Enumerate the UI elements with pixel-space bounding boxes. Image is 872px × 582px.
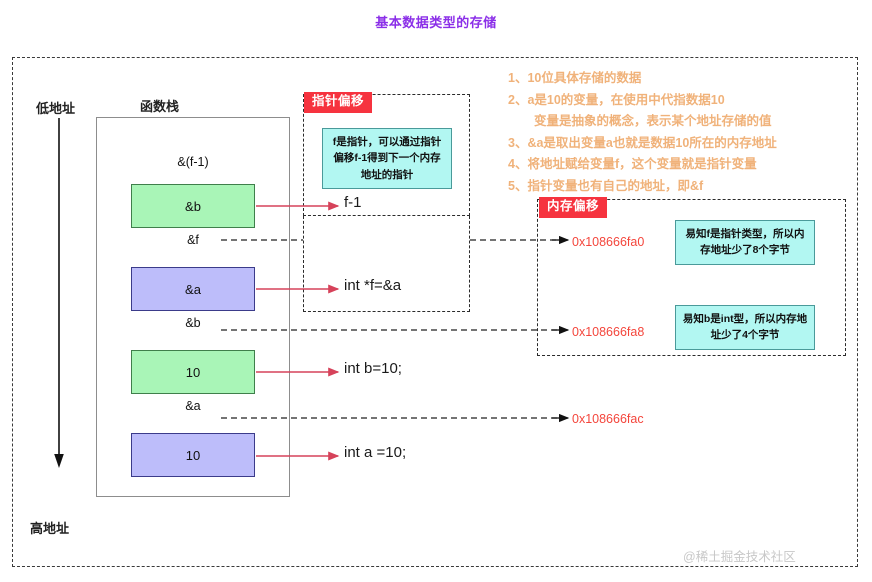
pointer-offset-badge: 指针偏移 — [304, 92, 373, 113]
explanation-item-3: 3、&a是取出变量a也就是数据10所在的内存地址 — [508, 135, 777, 150]
high-address-label: 高地址 — [30, 521, 70, 536]
pointer-offset-panel-upper — [303, 94, 470, 216]
pointer-offset-label-0: f-1 — [344, 194, 362, 211]
explanation-item-4: 4、将地址赋给变量f，这个变量就是指针变量 — [508, 157, 757, 171]
code-label-int-a: int a =10; — [344, 444, 407, 461]
stack-cell-3: 10 — [131, 433, 255, 477]
pointer-offset-panel-lower — [303, 216, 470, 312]
code-label-int-b: int b=10; — [344, 360, 402, 377]
pointer-offset-note: f是指针，可以通过指针偏移f-1得到下一个内存地址的指针 — [322, 128, 452, 189]
memory-offset-panel — [537, 199, 846, 356]
stack-cell-2: 10 — [131, 350, 255, 394]
memory-offset-badge: 内存偏移 — [539, 197, 608, 218]
memory-offset-note-1: 易知b是int型，所以内存地址少了4个字节 — [675, 305, 815, 350]
stack-cell-0: &b — [131, 184, 255, 228]
function-stack-title: 函数栈 — [140, 99, 180, 114]
stack-slot-label-3: &a — [185, 399, 201, 413]
pointer-offset-label-1: int *f=&a — [344, 277, 402, 294]
stack-cell-1: &a — [131, 267, 255, 311]
memory-address-1: 0x108666fa8 — [572, 325, 645, 339]
stack-slot-label-1: &f — [187, 233, 199, 247]
low-address-label: 低地址 — [36, 101, 76, 116]
address-direction-arrow-icon — [54, 118, 64, 468]
memory-offset-note-0: 易知f是指针类型，所以内存地址少了8个字节 — [675, 220, 815, 265]
explanation-item-2b: 变量是抽象的概念，表示某个地址存储的值 — [534, 114, 772, 128]
explanation-item-5: 5、指针变量也有自己的地址，即&f — [508, 178, 704, 193]
page-title: 基本数据类型的存储 — [375, 15, 497, 30]
diagram-outer-frame — [12, 57, 858, 567]
memory-address-0: 0x108666fa0 — [572, 235, 645, 249]
stack-slot-label-0: &(f-1) — [177, 155, 209, 169]
explanation-item-1: 1、10位具体存储的数据 — [508, 71, 642, 85]
watermark: @稀土掘金技术社区 — [683, 550, 796, 564]
memory-address-2: 0x108666fac — [572, 412, 644, 426]
explanation-item-2: 2、a是10的变量，在使用中代指数据10 — [508, 92, 725, 107]
explanation-list: 1、10位具体存储的数据 2、a是10的变量，在使用中代指数据10 变量是抽象的… — [508, 68, 858, 197]
stack-slot-label-2: &b — [185, 316, 201, 330]
